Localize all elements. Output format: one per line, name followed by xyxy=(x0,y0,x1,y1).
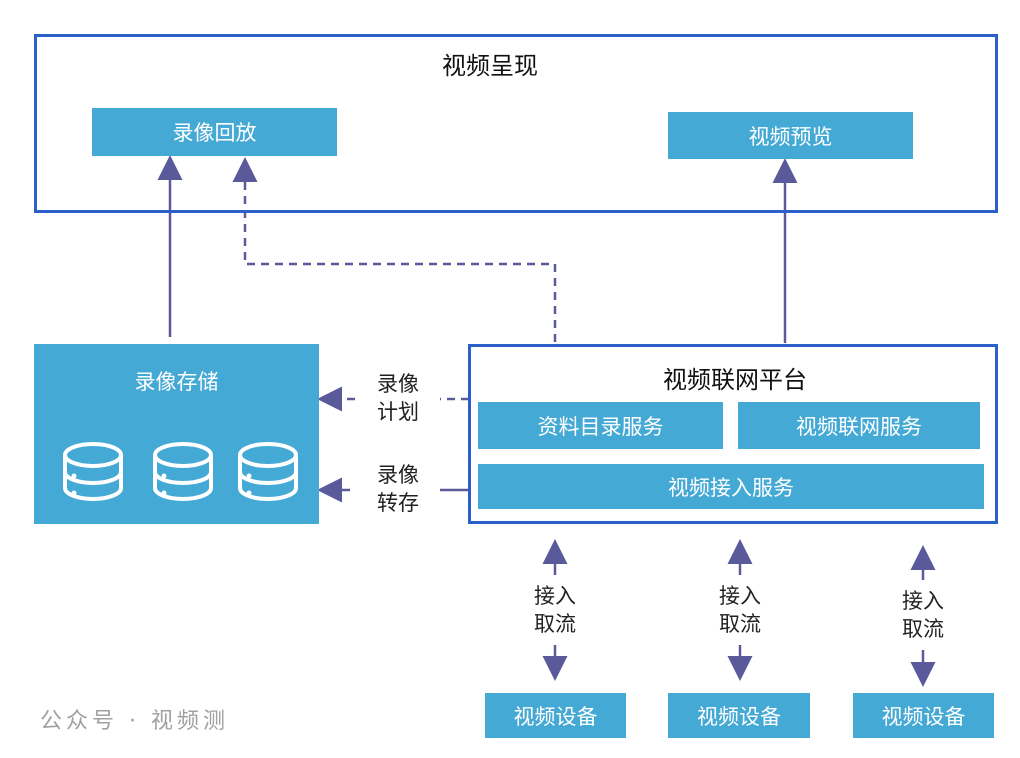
platform-frame xyxy=(468,344,998,524)
dashed-arrow-platform-to-playback xyxy=(232,157,557,342)
storage-title: 录像存储 xyxy=(134,370,219,394)
storage-block: 录像存储 xyxy=(34,344,319,524)
video-device-2: 视频设备 xyxy=(668,693,810,738)
video-device-1: 视频设备 xyxy=(485,693,626,738)
stream-label-2: 接入取流 xyxy=(719,584,761,636)
video-presentation-frame xyxy=(34,34,998,213)
record-transfer-label: 录像转存 xyxy=(377,463,419,515)
platform-title: 视频联网平台 xyxy=(663,366,807,394)
stream-label-3: 接入取流 xyxy=(902,589,944,641)
video-device-3: 视频设备 xyxy=(853,693,994,738)
network-service-block: 视频联网服务 xyxy=(738,402,980,449)
playback-block: 录像回放 xyxy=(92,108,337,156)
access-service-block: 视频接入服务 xyxy=(478,464,984,509)
record-plan-label: 录像计划 xyxy=(377,372,419,424)
watermark: 公众号 · 视频测 xyxy=(40,709,229,734)
catalog-service-block: 资料目录服务 xyxy=(478,402,723,449)
presentation-title: 视频呈现 xyxy=(442,52,538,80)
stream-label-1: 接入取流 xyxy=(534,584,576,636)
preview-block: 视频预览 xyxy=(668,112,913,159)
